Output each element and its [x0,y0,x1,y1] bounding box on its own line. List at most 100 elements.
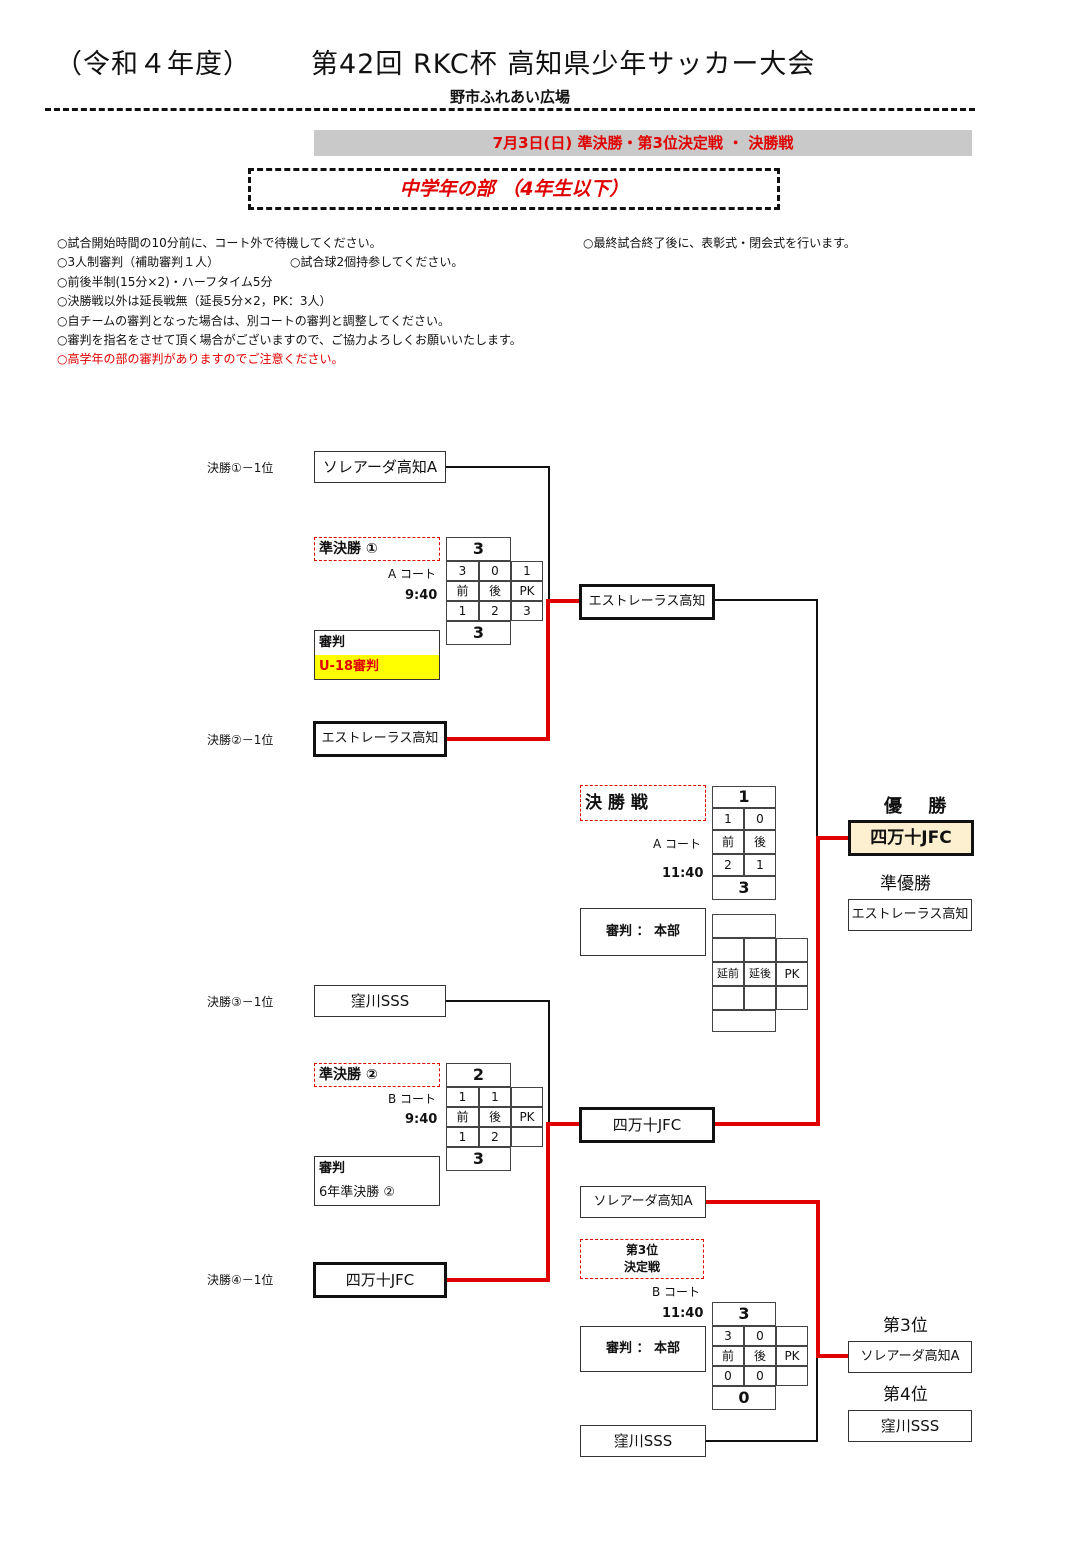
score-cell [511,1087,543,1107]
referee-box: 審判 6年準決勝 ② [314,1156,440,1206]
score-cell: 0 [744,808,776,830]
fourth-label: 第4位 [883,1385,928,1405]
third-team: ソレアーダ高知A [848,1341,972,1373]
ext-cell [712,986,744,1010]
referee-value: U-18審判 [315,655,439,679]
court-label: B コート [652,1285,701,1299]
referee-label: 審判 [319,635,346,650]
ext-cell [744,938,776,962]
score-cell: 2 [712,854,744,876]
score-total: 2 [446,1063,511,1087]
team-box: 四万十JFC [313,1262,447,1298]
score-cell: 0 [744,1366,776,1386]
score-cell: 3 [446,561,479,581]
winner-path [446,1278,550,1282]
note-4: ○前後半制(15分×2)・ハーフタイム5分 [57,275,273,289]
court-label: A コート [653,837,702,851]
semi2-winner-box: 四万十JFC [579,1107,715,1143]
bracket-line [446,466,550,468]
match-title: 準決勝 ① [314,537,440,561]
ext-cell [776,986,808,1010]
score-cell: 1 [446,1127,479,1147]
title-main: 第42回 RKC杯 高知県少年サッカー大会 [311,49,816,80]
date-band: 7月3日(日) 準決勝・第3位決定戦 ・ 決勝戦 [314,130,972,156]
third-referee: 審判 ： 本部 [580,1326,706,1372]
winner-path [816,1200,820,1358]
score-total: 1 [712,786,776,808]
score-cell: 2 [479,1127,511,1147]
winner-path [546,599,550,741]
team-box: ソレアーダ高知A [314,451,446,483]
team-box: 窪川SSS [580,1425,706,1457]
bracket-line [816,1358,818,1442]
champion-team: 四万十JFC [848,820,974,856]
winner-path [446,737,550,741]
ext-cell [776,938,808,962]
fourth-team: 窪川SSS [848,1410,972,1442]
score-total: 3 [446,537,511,561]
header-cell: 後 [744,830,776,854]
kickoff-time: 9:40 [405,588,438,603]
score-cell: 1 [511,561,543,581]
runner-up-team: エストレーラス高知 [848,899,972,931]
seed-label: 決勝①－1位 [207,461,274,475]
bracket-line [548,1000,550,1124]
note-7: ○審判を指名をさせて頂く場合がございますので、ご協力よろしくお願いいたします。 [57,333,522,347]
winner-path [546,1122,550,1282]
winner-path [546,599,580,603]
page-title: （令和４年度） 第42回 RKC杯 高知県少年サッカー大会 [55,42,815,81]
ext-total-cell [712,1010,776,1032]
kickoff-time: 11:40 [662,1306,704,1321]
ext-total-cell [712,914,776,938]
score-cell: 2 [479,601,511,621]
score-cell [511,1127,543,1147]
score-total: 3 [446,1147,511,1171]
seed-label: 決勝②－1位 [207,733,274,747]
header-cell: 延後 [744,962,776,986]
kickoff-time: 9:40 [405,1112,438,1127]
note-right: ○最終試合終了後に、表彰式・閉会式を行います。 [583,236,856,250]
match-title: 第3位 決定戦 [580,1239,704,1279]
score-total: 3 [446,621,511,645]
score-total: 0 [712,1386,776,1410]
final-referee: 審判 ： 本部 [580,908,706,956]
note-6: ○自チームの審判となった場合は、別コートの審判と調整してください。 [57,314,451,328]
ext-cell [744,986,776,1010]
score-cell [776,1366,808,1386]
winner-path [816,836,820,1126]
bracket-line [816,599,818,839]
header-cell: 後 [479,581,511,601]
winner-path [816,1354,848,1358]
header-cell: 前 [712,830,744,854]
score-cell: 0 [479,561,511,581]
score-cell: 3 [712,1326,744,1346]
header-cell: 前 [446,581,479,601]
header-cell: PK [511,1107,543,1127]
note-2: ○3人制審判（補助審判１人） [57,255,220,269]
header-cell: PK [776,962,808,986]
referee-box: 審判 U-18審判 [314,630,440,680]
winner-path [816,836,848,840]
bracket-line [446,1000,550,1002]
score-cell: 1 [446,601,479,621]
team-box: ソレアーダ高知A [580,1186,706,1218]
champion-label: 優 勝 [884,796,957,817]
score-cell: 1 [446,1087,479,1107]
header-cell: 後 [479,1107,511,1127]
runner-up-label: 準優勝 [880,874,931,894]
winner-path [546,1122,580,1126]
score-total: 3 [712,1302,776,1326]
header-cell: PK [776,1346,808,1366]
match-title: 準決勝 ② [314,1063,440,1087]
seed-label: 決勝③－1位 [207,995,274,1009]
ext-cell [712,938,744,962]
seed-label: 決勝④－1位 [207,1273,274,1287]
title-era: （令和４年度） [55,49,251,80]
header-cell: 後 [744,1346,776,1366]
team-box: エストレーラス高知 [313,721,447,757]
team-box: 窪川SSS [314,985,446,1017]
header-cell: PK [511,581,543,601]
division-title: 中学年の部 （4年生以下） [248,168,780,210]
referee-value: 6年準決勝 ② [319,1185,396,1200]
bracket-line [712,599,818,601]
